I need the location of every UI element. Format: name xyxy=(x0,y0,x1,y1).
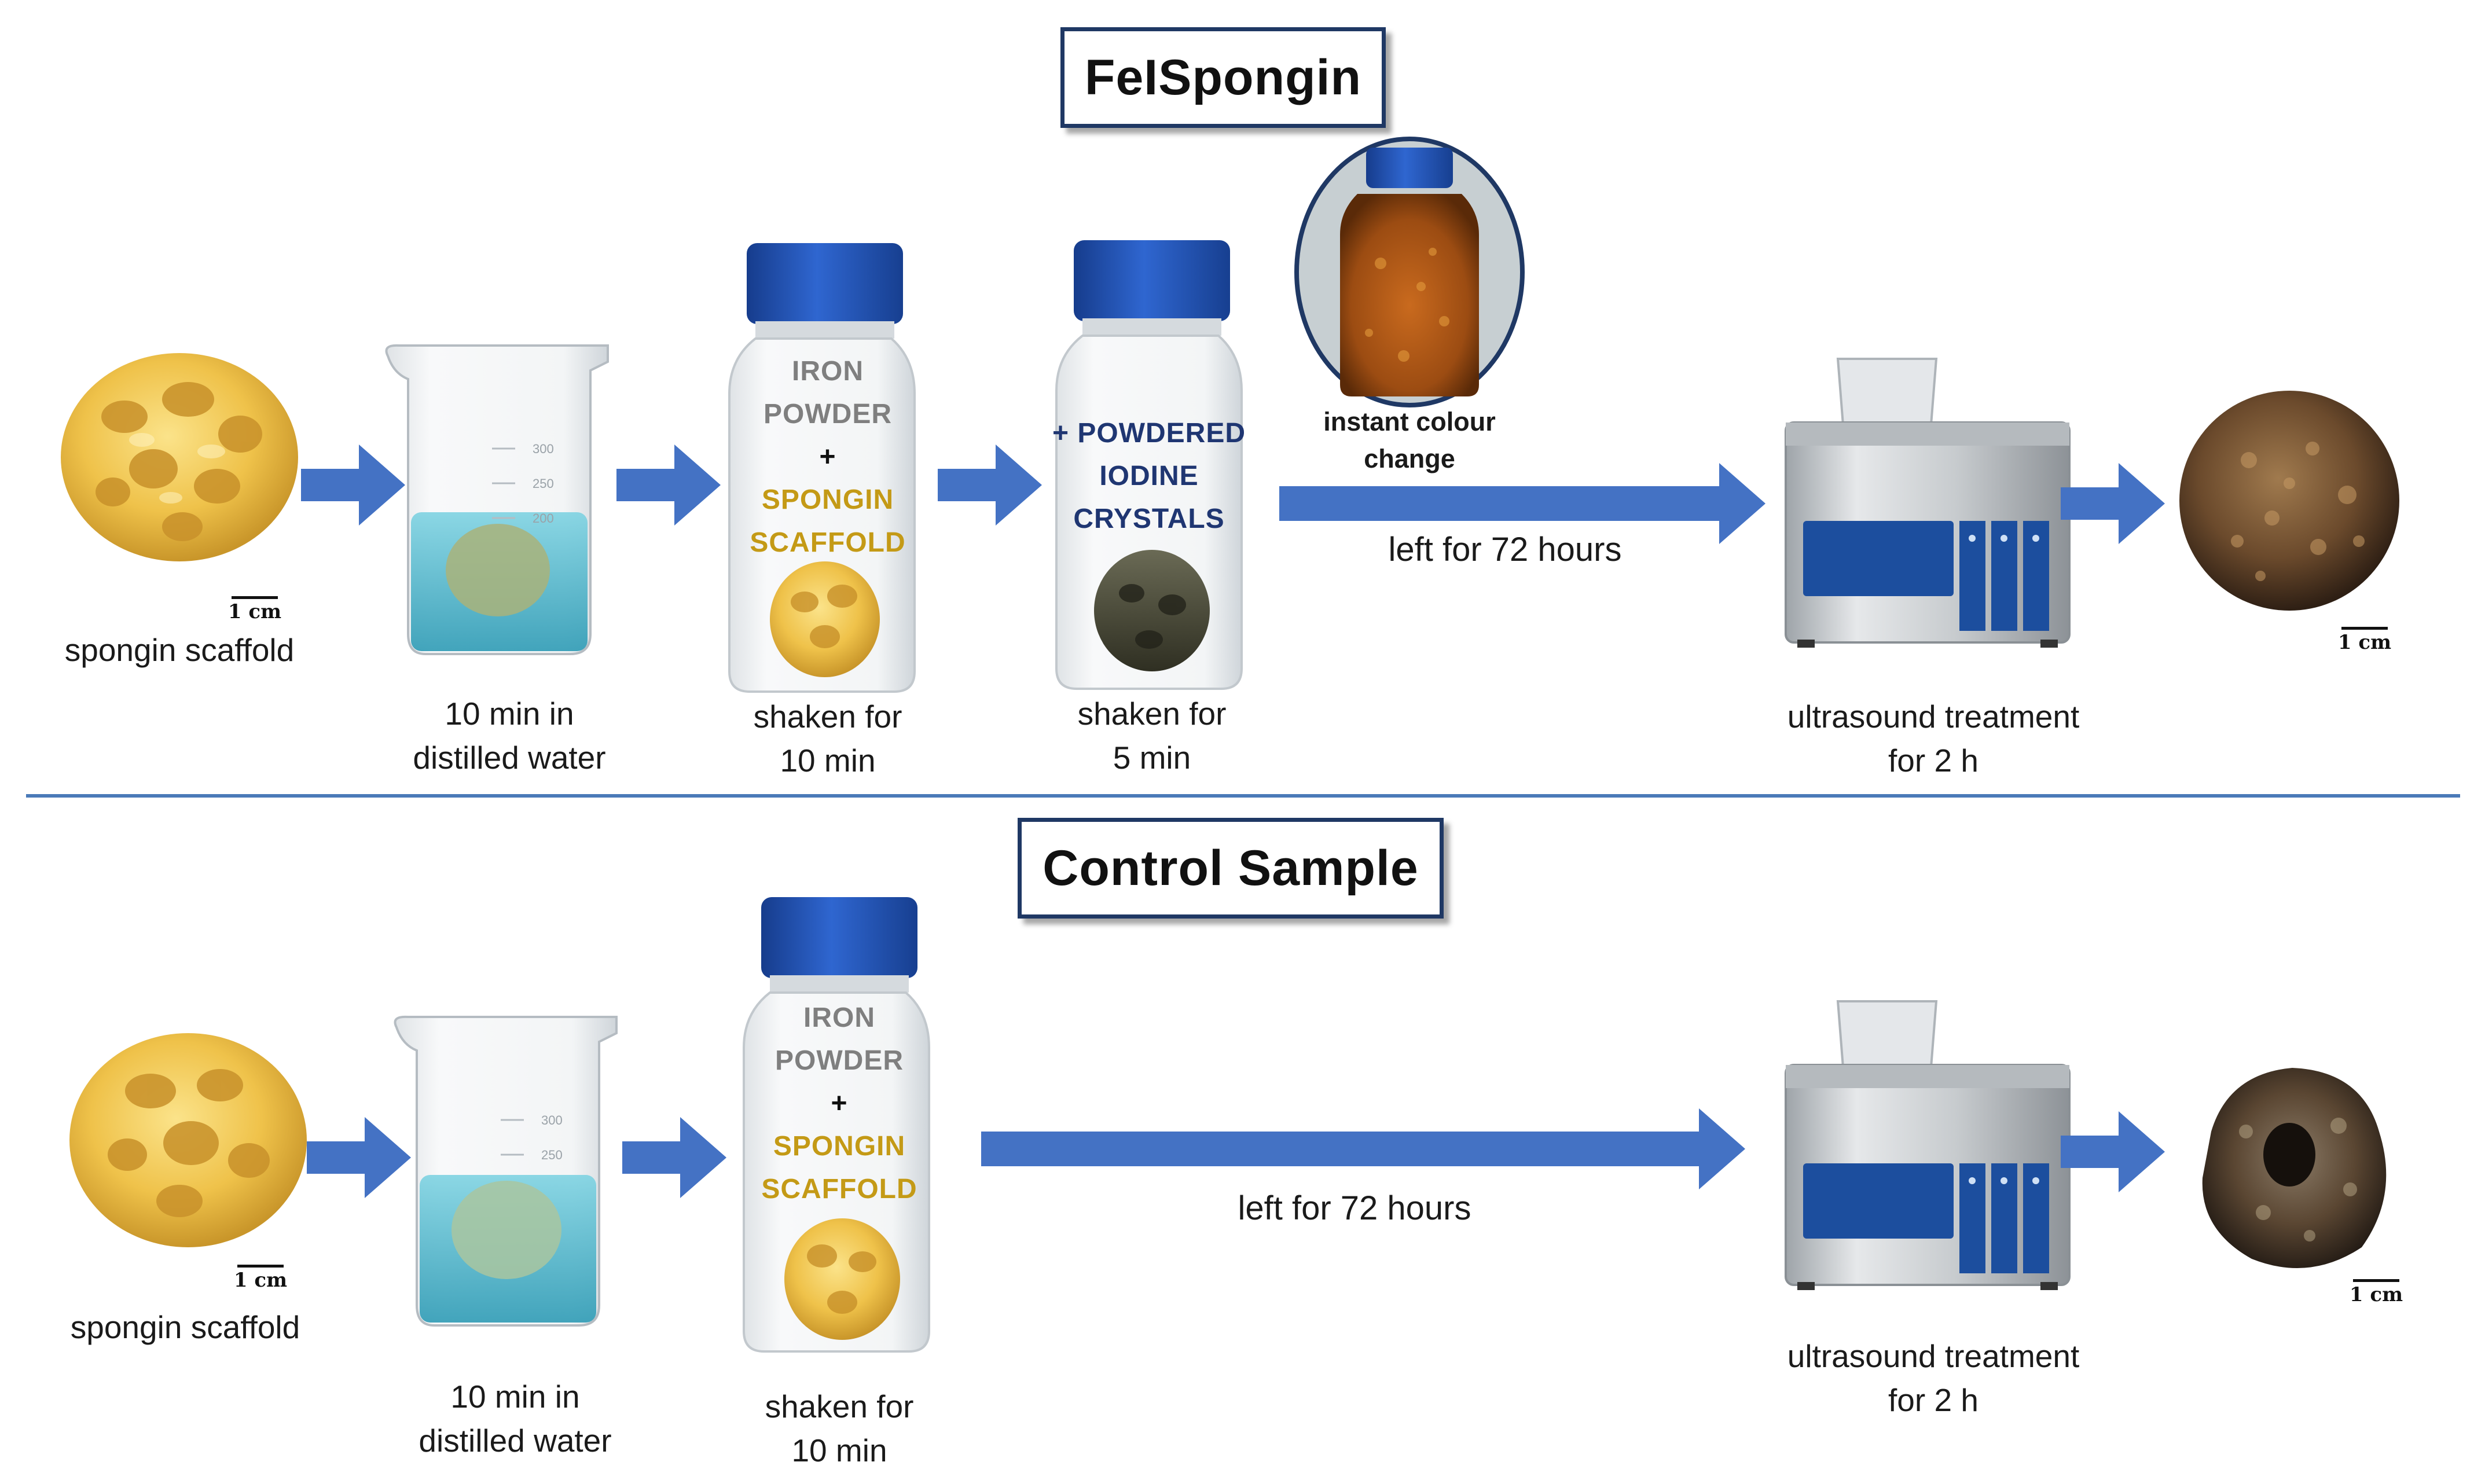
bottle-caption: shaken for 10 min xyxy=(753,699,902,778)
section-divider xyxy=(26,794,2460,798)
wait-caption: left for 72 hours xyxy=(1388,531,1622,568)
bottle-label-iron-spongin: IRON POWDER + SPONGIN SCAFFOLD xyxy=(761,1002,917,1204)
section-title-text: Control Sample xyxy=(1043,840,1419,896)
process-arrow xyxy=(616,445,721,526)
process-arrow xyxy=(2061,463,2165,544)
section-title-text: FeISpongin xyxy=(1084,49,1362,105)
beaker-image: 300 250 200 xyxy=(385,344,609,655)
ultrasound-bath-image xyxy=(1785,358,2071,648)
bottle-image xyxy=(1055,240,1243,690)
colour-change-photo xyxy=(1294,137,1525,407)
control-result-image xyxy=(2202,1068,2387,1268)
bottle-label-iron-spongin: IRON POWDER + SPONGIN SCAFFOLD xyxy=(750,356,906,558)
section-title-control: Control Sample xyxy=(1018,818,1444,919)
process-arrow-long xyxy=(1279,463,1765,544)
bottle-label-iodine: + POWDERED IODINE CRYSTALS xyxy=(1052,418,1246,534)
process-arrow xyxy=(938,445,1042,526)
section-title-feispongin: FeISpongin xyxy=(1060,27,1386,128)
feispongin-result-image xyxy=(2179,391,2399,611)
beaker-caption: 10 min in distilled water xyxy=(419,1379,612,1459)
beaker-mark: 200 xyxy=(533,511,554,526)
beaker-mark: 250 xyxy=(533,476,554,491)
scale-bar-label: 1 cm xyxy=(2337,631,2392,654)
scale-bar: 1 cm xyxy=(229,1265,292,1292)
scale-bar: 1 cm xyxy=(2344,1279,2408,1306)
spongin-scaffold-image xyxy=(69,1033,307,1247)
colour-change-caption: instant colour change xyxy=(1323,407,1496,473)
spongin-scaffold-caption: spongin scaffold xyxy=(70,1309,300,1345)
wait-caption: left for 72 hours xyxy=(1238,1189,1471,1227)
ultrasound-caption: ultrasound treatment for 2 h xyxy=(1787,699,2080,778)
beaker-caption: 10 min in distilled water xyxy=(413,696,606,776)
process-arrow xyxy=(301,445,405,526)
beaker-mark: 300 xyxy=(541,1113,563,1127)
process-arrow xyxy=(2061,1111,2165,1192)
scale-bar-label: 1 cm xyxy=(2349,1283,2403,1306)
spongin-scaffold-image xyxy=(61,353,298,561)
scale-bar: 1 cm xyxy=(2333,627,2396,654)
bottle-caption: shaken for 10 min xyxy=(765,1389,914,1468)
process-arrow xyxy=(307,1117,411,1198)
process-arrow xyxy=(622,1117,726,1198)
scale-bar-label: 1 cm xyxy=(227,600,282,623)
bottle-image xyxy=(728,243,916,693)
ultrasound-bath-image xyxy=(1785,1000,2071,1290)
bottle-caption: shaken for 5 min xyxy=(1077,696,1227,776)
beaker-mark: 300 xyxy=(533,442,554,456)
scale-bar: 1 cm xyxy=(223,596,287,623)
process-arrow-long xyxy=(981,1108,1745,1189)
beaker-mark: 250 xyxy=(541,1148,563,1162)
spongin-scaffold-caption: spongin scaffold xyxy=(64,632,295,668)
bottle-image xyxy=(743,897,930,1353)
ultrasound-caption: ultrasound treatment for 2 h xyxy=(1787,1338,2080,1418)
scale-bar-label: 1 cm xyxy=(233,1269,288,1292)
beaker-image: 300 250 xyxy=(394,1015,618,1327)
